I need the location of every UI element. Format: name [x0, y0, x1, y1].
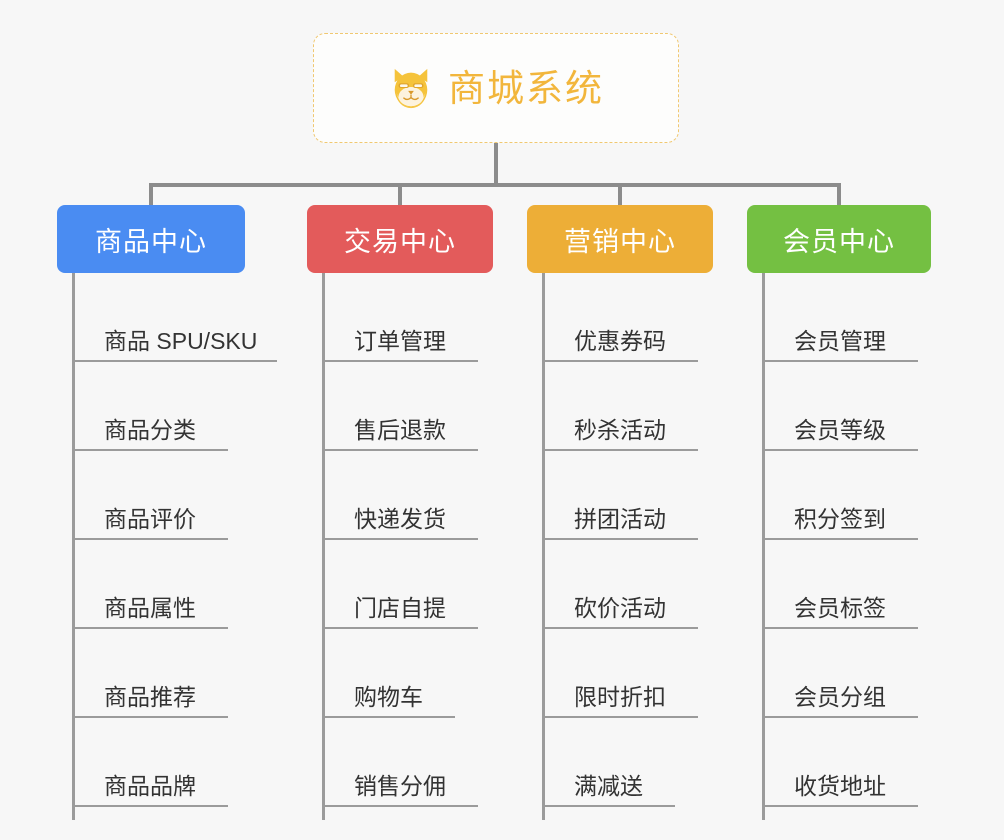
list-item[interactable]: 购物车: [322, 629, 455, 718]
category-box-0[interactable]: 商品中心: [57, 205, 245, 273]
list-item[interactable]: 限时折扣: [542, 629, 698, 718]
column-trunk-line-1: [322, 273, 325, 820]
list-item[interactable]: 商品 SPU/SKU: [72, 273, 277, 362]
subitem-label: 商品品牌: [104, 773, 196, 799]
subitem-label: 积分签到: [794, 506, 886, 532]
connector-horizontal-bus: [149, 183, 841, 187]
category-box-2[interactable]: 营销中心: [527, 205, 713, 273]
connector-drop-1: [149, 183, 153, 207]
list-item[interactable]: 会员标签: [762, 540, 918, 629]
list-item[interactable]: 会员等级: [762, 362, 918, 451]
shiba-dog-face-icon: [388, 65, 434, 111]
list-item[interactable]: 商品分类: [72, 362, 228, 451]
column-trunk-line-3: [762, 273, 765, 820]
subitem-label: 优惠券码: [574, 328, 666, 354]
category-label-1: 交易中心: [344, 226, 456, 257]
list-item[interactable]: 商品品牌: [72, 718, 228, 807]
subitem-label: 收货地址: [794, 773, 886, 799]
subitem-label: 会员等级: [794, 417, 886, 443]
category-box-3[interactable]: 会员中心: [747, 205, 931, 273]
subitem-label: 会员标签: [794, 595, 886, 621]
subitem-label: 满减送: [574, 773, 643, 799]
connector-drop-3: [618, 183, 622, 207]
category-box-1[interactable]: 交易中心: [307, 205, 493, 273]
connector-drop-4: [837, 183, 841, 207]
subitem-label: 门店自提: [354, 595, 446, 621]
column-trunk-line-0: [72, 273, 75, 820]
list-item[interactable]: 收货地址: [762, 718, 918, 807]
category-label-2: 营销中心: [564, 226, 676, 257]
root-node[interactable]: 商城系统: [313, 33, 679, 143]
subitem-label: 订单管理: [354, 328, 446, 354]
list-item[interactable]: 商品评价: [72, 451, 228, 540]
subitem-label: 会员管理: [794, 328, 886, 354]
subitem-label: 商品分类: [104, 417, 196, 443]
subitem-label: 快递发货: [354, 506, 446, 532]
subitem-label: 会员分组: [794, 684, 886, 710]
list-item[interactable]: 快递发货: [322, 451, 478, 540]
connector-root-stub: [494, 143, 498, 186]
category-label-3: 会员中心: [783, 226, 895, 257]
subitem-label: 秒杀活动: [574, 417, 666, 443]
list-item[interactable]: 砍价活动: [542, 540, 698, 629]
list-item[interactable]: 会员分组: [762, 629, 918, 718]
list-item[interactable]: 门店自提: [322, 540, 478, 629]
subitem-label: 购物车: [354, 684, 423, 710]
subitem-label: 商品评价: [104, 506, 196, 532]
list-item[interactable]: 拼团活动: [542, 451, 698, 540]
list-item[interactable]: 商品推荐: [72, 629, 228, 718]
list-item[interactable]: 满减送: [542, 718, 675, 807]
subitem-label: 限时折扣: [574, 684, 666, 710]
list-item[interactable]: 会员管理: [762, 273, 918, 362]
subitem-label: 拼团活动: [574, 506, 666, 532]
category-label-0: 商品中心: [95, 226, 207, 257]
subitem-label: 商品属性: [104, 595, 196, 621]
connector-drop-2: [398, 183, 402, 207]
list-item[interactable]: 秒杀活动: [542, 362, 698, 451]
column-trunk-line-2: [542, 273, 545, 820]
subitem-label: 销售分佣: [354, 773, 446, 799]
list-item[interactable]: 商品属性: [72, 540, 228, 629]
subitem-label: 商品 SPU/SKU: [104, 328, 258, 354]
subitem-label: 售后退款: [354, 417, 446, 443]
list-item[interactable]: 订单管理: [322, 273, 478, 362]
subitem-label: 砍价活动: [574, 595, 666, 621]
root-title: 商城系统: [448, 67, 604, 109]
list-item[interactable]: 优惠券码: [542, 273, 698, 362]
list-item[interactable]: 售后退款: [322, 362, 478, 451]
list-item[interactable]: 积分签到: [762, 451, 918, 540]
subitem-label: 商品推荐: [104, 684, 196, 710]
list-item[interactable]: 销售分佣: [322, 718, 478, 807]
